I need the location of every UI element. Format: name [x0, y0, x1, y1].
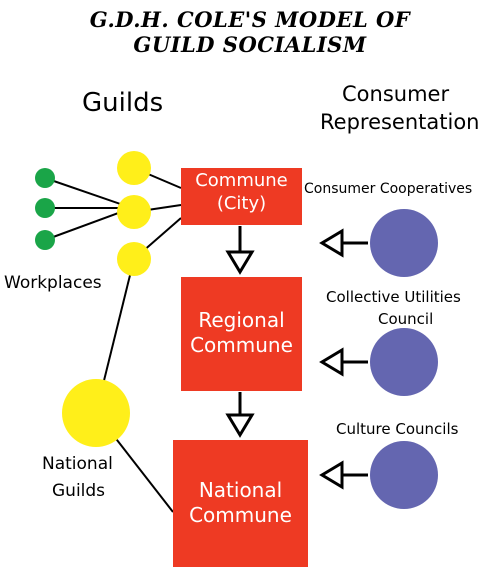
commune-city-line2: (City) [216, 192, 267, 214]
guild-circle [117, 151, 151, 185]
arrow-culture-to-national [319, 460, 368, 490]
collective-utilities-label-line2: Council [378, 310, 434, 328]
workplaces-label: Workplaces [4, 273, 102, 293]
arrow-cooperatives-to-city [319, 228, 368, 258]
regional-commune-line1: Regional [198, 308, 285, 332]
regional-commune-line2: Commune [190, 333, 293, 357]
commune-city-box [181, 168, 302, 225]
workplace-dot [35, 168, 55, 188]
culture-councils-circle [370, 441, 438, 509]
diagram-title-line2: GUILD SOCIALISM [133, 32, 367, 57]
culture-councils-label: Culture Councils [336, 420, 459, 438]
consumer-heading-line1: Consumer [342, 82, 450, 106]
collective-utilities-circle [370, 328, 438, 396]
regional-commune-text: Regional Commune [181, 308, 302, 358]
guild-circle [117, 195, 151, 229]
national-guilds-label-line1: National [42, 454, 113, 474]
national-commune-box [173, 440, 308, 567]
national-guilds-label-line2: Guilds [52, 481, 106, 501]
guilds-heading: Guilds [82, 88, 164, 118]
commune-city-text: Commune (City) [181, 170, 302, 215]
national-guilds-circle [62, 379, 130, 447]
national-commune-line1: National [198, 478, 283, 502]
arrow-utilities-to-regional [319, 347, 368, 377]
arrow-regional-to-national [225, 392, 255, 438]
workplace-dot [35, 230, 55, 250]
consumer-heading-line2: Representation [320, 110, 480, 134]
commune-city-line1: Commune [195, 170, 288, 191]
collective-utilities-label-line1: Collective Utilities [326, 288, 461, 306]
arrow-city-to-regional [225, 226, 255, 275]
workplace-dot [35, 198, 55, 218]
national-commune-line2: Commune [189, 503, 292, 527]
diagram-title-line1: G.D.H. COLE'S MODEL OF [89, 7, 411, 32]
national-commune-text: National Commune [173, 478, 308, 528]
regional-commune-box [181, 277, 302, 391]
guild-circle [117, 242, 151, 276]
consumer-cooperatives-circle [370, 209, 438, 277]
consumer-cooperatives-label: Consumer Cooperatives [304, 181, 473, 197]
line-workplace1-to-guilds [44, 177, 133, 209]
